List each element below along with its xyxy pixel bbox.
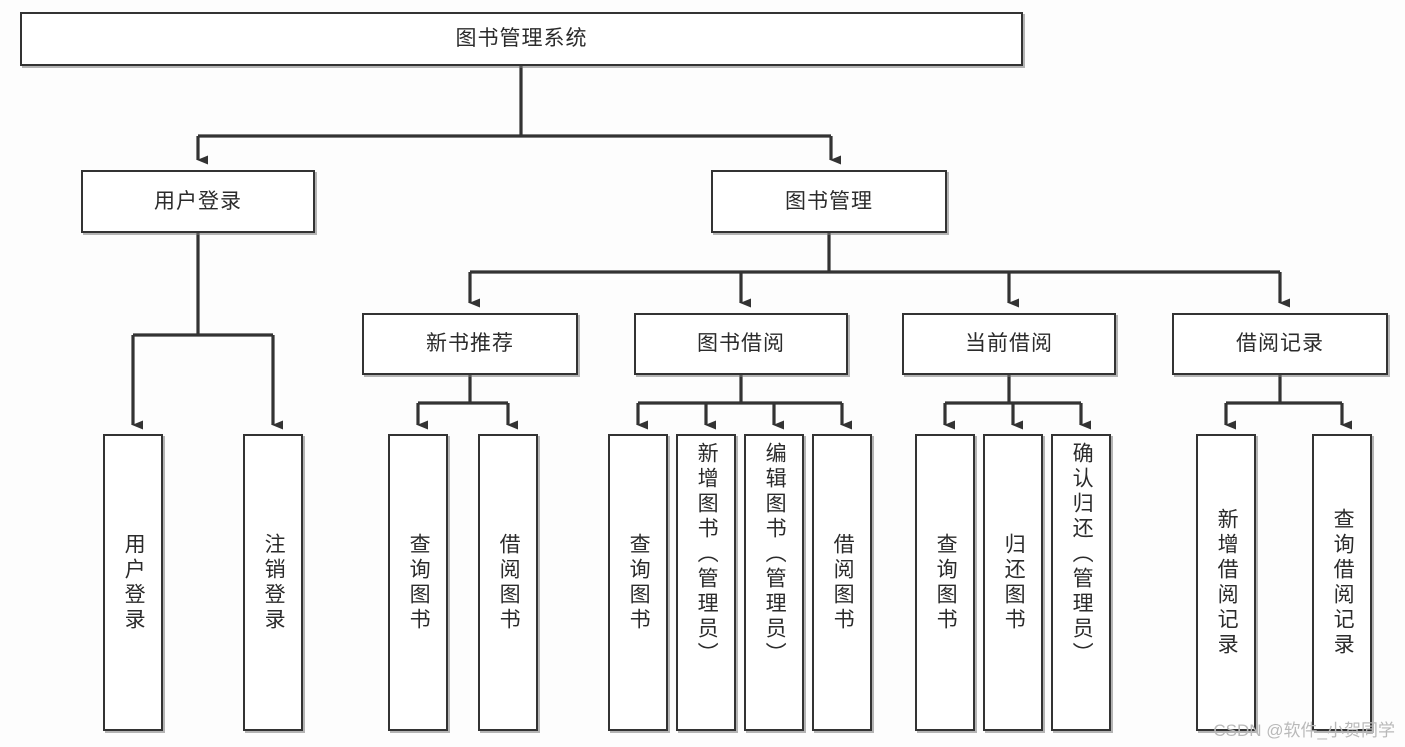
node-label-leaf-return-book: 归还图书	[1002, 532, 1026, 633]
node-label-leaf-query-record: 查询借阅记录	[1331, 507, 1355, 658]
node-label-book-manage: 图书管理	[785, 189, 873, 213]
node-label-book-borrow: 图书借阅	[697, 332, 785, 356]
node-label-user-login: 用户登录	[154, 189, 242, 213]
csdn-watermark: CSDN @软件_小贺同学	[1213, 721, 1395, 740]
node-label-leaf-query-book-2: 查询图书	[627, 532, 651, 633]
node-label-leaf-borrow-book-2: 借阅图书	[831, 532, 855, 633]
node-label-leaf-add-record: 新增借阅记录	[1215, 507, 1239, 658]
node-label-leaf-add-book: 新增图书（管理员）	[695, 442, 719, 667]
node-label-leaf-query-book-3: 查询图书	[934, 532, 958, 633]
node-label-leaf-user-logout: 注销登录	[262, 532, 286, 633]
node-root-book-management-system[interactable]: 图书管理系统	[20, 12, 1023, 66]
node-leaf-confirm-return[interactable]: 确认归还（管理员）	[1051, 434, 1111, 731]
node-leaf-borrow-book-1[interactable]: 借阅图书	[478, 434, 538, 731]
node-label-leaf-user-login: 用户登录	[122, 532, 146, 633]
node-new-book-recommendation[interactable]: 新书推荐	[362, 313, 578, 375]
node-leaf-user-login[interactable]: 用户登录	[103, 434, 163, 731]
node-leaf-borrow-book-2[interactable]: 借阅图书	[812, 434, 872, 731]
node-leaf-query-book-2[interactable]: 查询图书	[608, 434, 668, 731]
node-leaf-query-book-3[interactable]: 查询图书	[915, 434, 975, 731]
node-label-root: 图书管理系统	[455, 27, 588, 51]
node-leaf-query-book-1[interactable]: 查询图书	[388, 434, 448, 731]
node-label-new-book-rec: 新书推荐	[426, 332, 514, 356]
node-leaf-query-borrow-record[interactable]: 查询借阅记录	[1312, 434, 1372, 731]
node-leaf-edit-book[interactable]: 编辑图书（管理员）	[744, 434, 804, 731]
node-borrow-record[interactable]: 借阅记录	[1172, 313, 1388, 375]
node-user-login[interactable]: 用户登录	[81, 170, 315, 233]
node-label-current-borrow: 当前借阅	[965, 332, 1053, 356]
node-label-leaf-confirm-return: 确认归还（管理员）	[1070, 442, 1094, 667]
node-leaf-return-book[interactable]: 归还图书	[983, 434, 1043, 731]
node-current-borrow[interactable]: 当前借阅	[902, 313, 1116, 375]
node-label-borrow-record: 借阅记录	[1236, 332, 1324, 356]
node-leaf-add-book[interactable]: 新增图书（管理员）	[676, 434, 736, 731]
node-book-borrow[interactable]: 图书借阅	[634, 313, 848, 375]
node-label-leaf-query-book-1: 查询图书	[407, 532, 431, 633]
node-label-leaf-edit-book: 编辑图书（管理员）	[763, 442, 787, 667]
node-book-manage[interactable]: 图书管理	[711, 170, 947, 233]
node-leaf-add-borrow-record[interactable]: 新增借阅记录	[1196, 434, 1256, 731]
node-leaf-user-logout[interactable]: 注销登录	[243, 434, 303, 731]
node-label-leaf-borrow-book-1: 借阅图书	[497, 532, 521, 633]
